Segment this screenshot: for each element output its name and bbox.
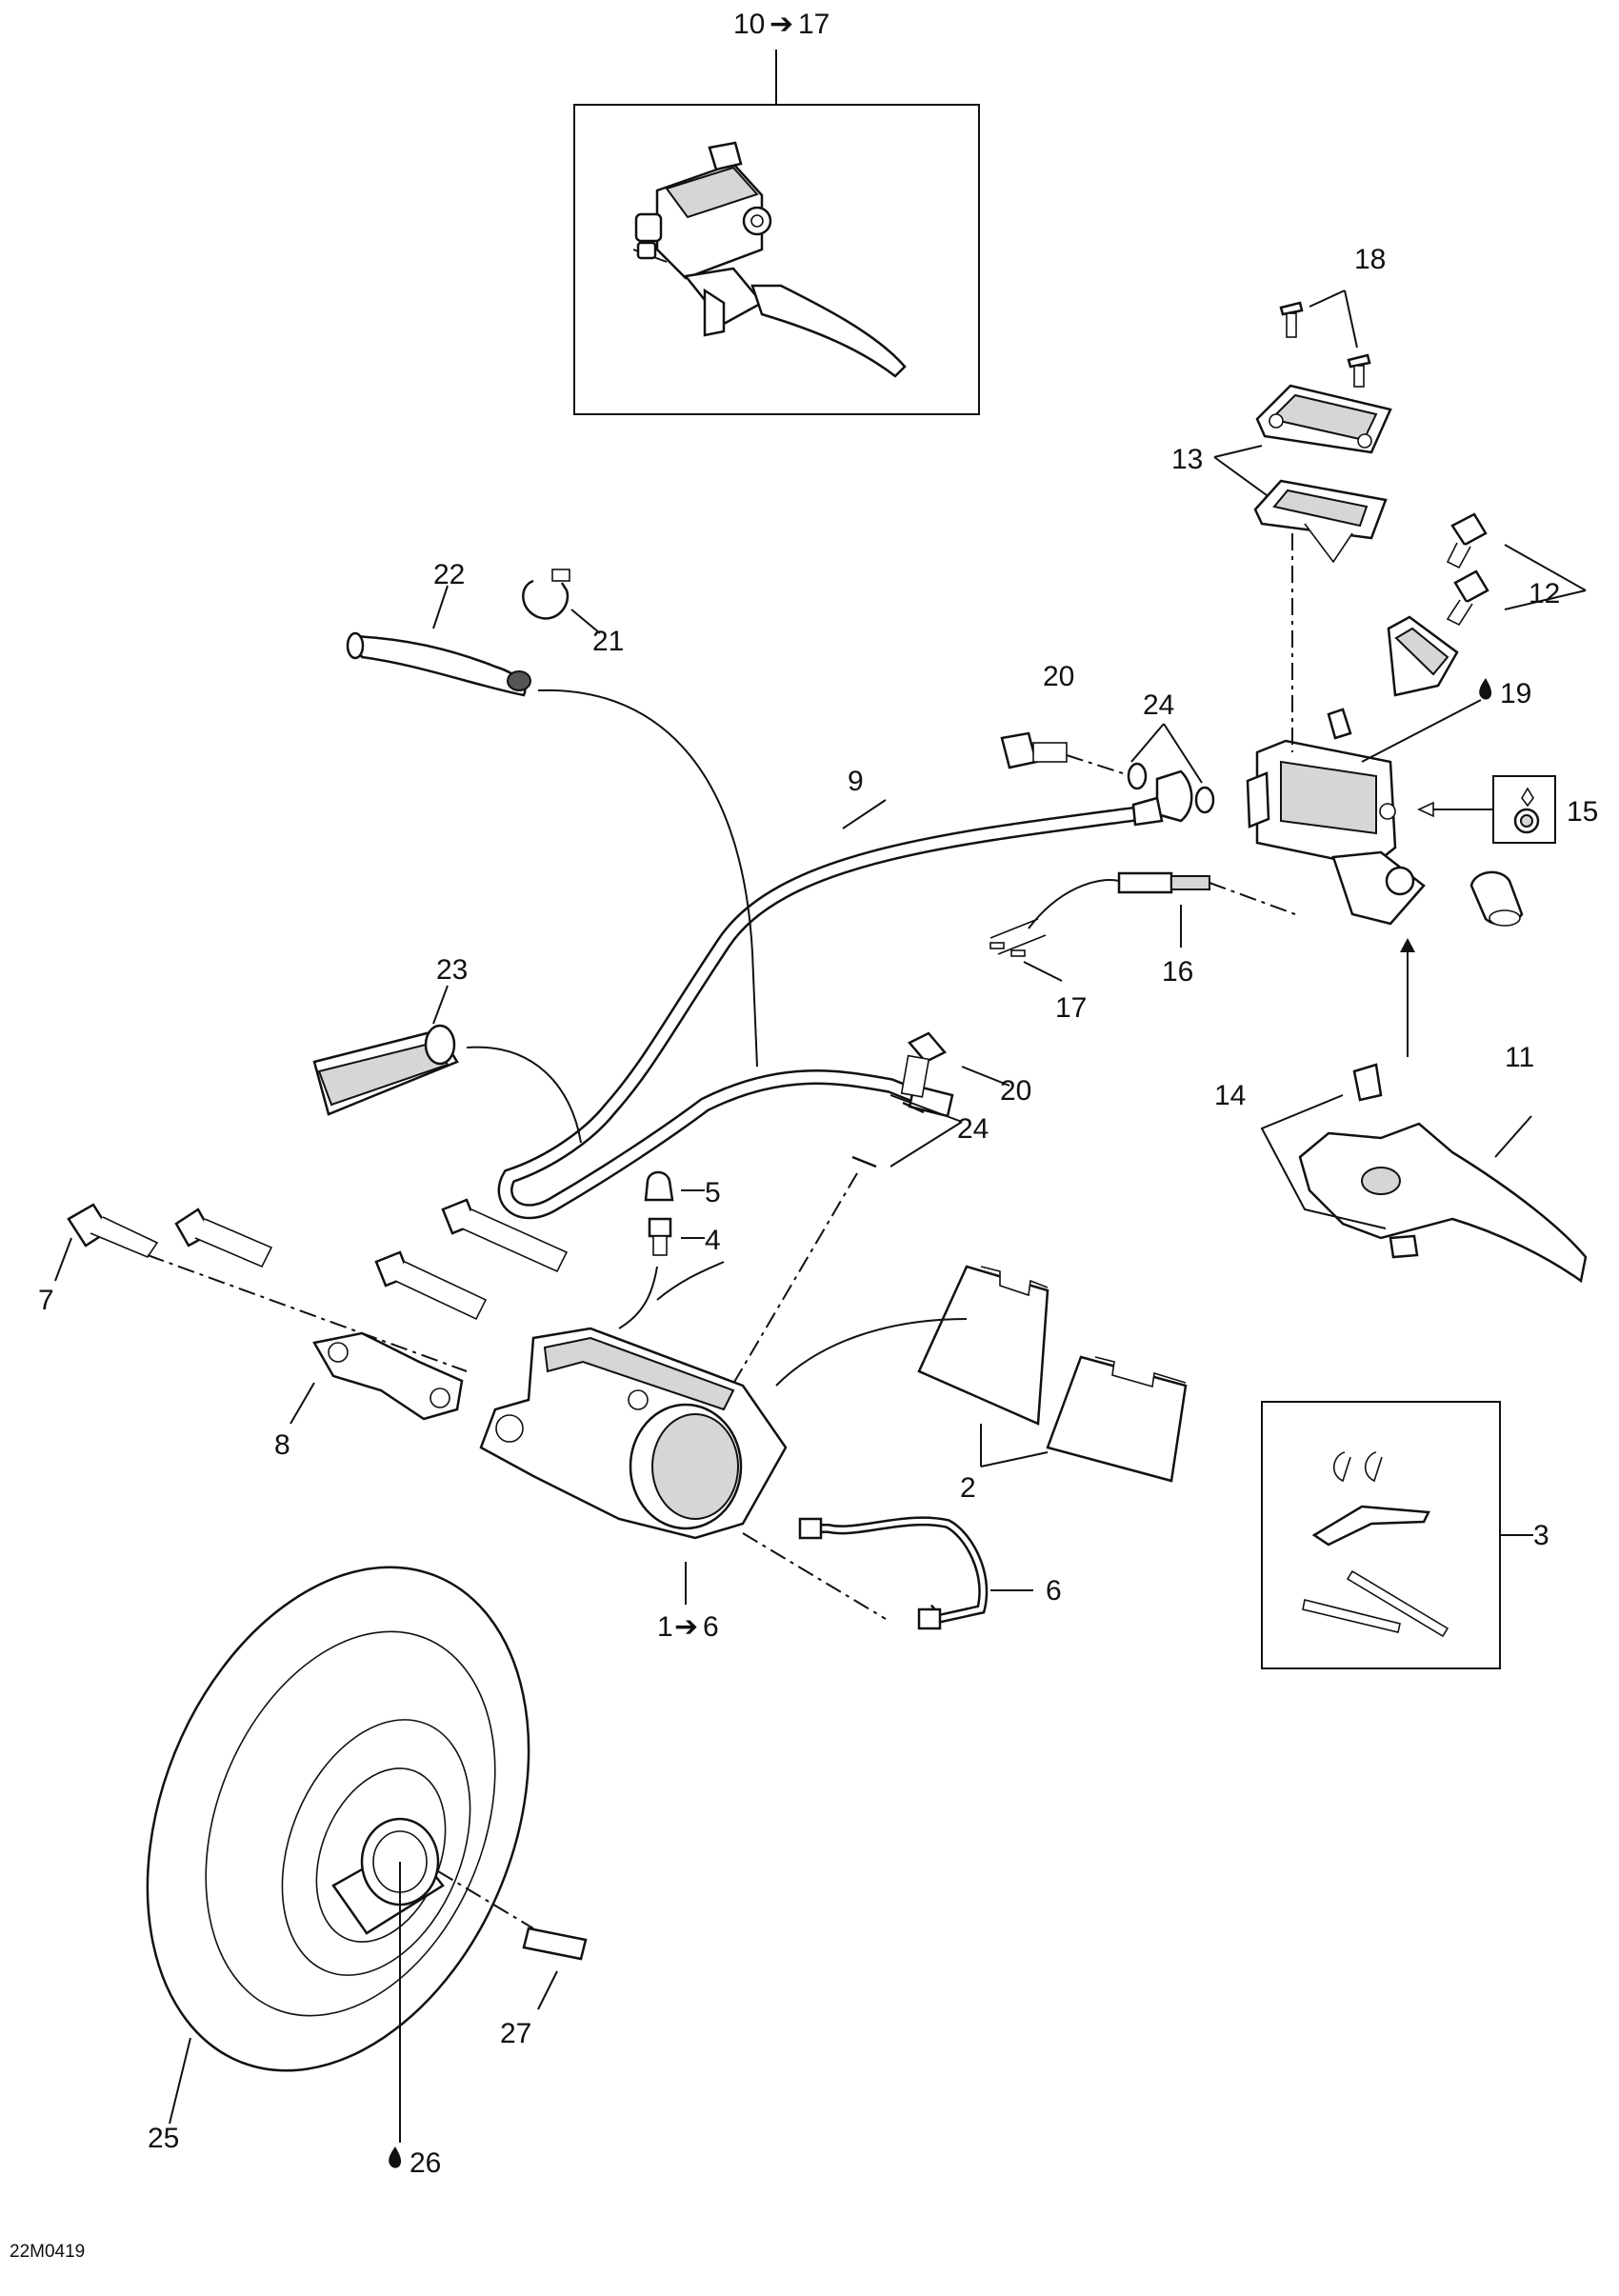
part-18-screws xyxy=(1279,289,1371,388)
part-1-caliper-body xyxy=(479,1261,788,1605)
callout-21: 21 xyxy=(592,626,624,657)
part-8-bracket xyxy=(290,1331,464,1425)
callout-17: 17 xyxy=(1055,992,1087,1024)
callout-9: 9 xyxy=(848,766,864,797)
part-17-switch-wires xyxy=(989,918,1063,982)
callout-13: 13 xyxy=(1171,444,1203,475)
callout-16: 16 xyxy=(1162,956,1193,988)
callout-6-range-end: 6 xyxy=(703,1611,719,1643)
part-2-brake-pads xyxy=(775,1265,1188,1483)
callout-labels: 10 ➔ 17 18 13 12 19 15 20 24 9 16 17 11 … xyxy=(10,9,1598,2262)
callout-7: 7 xyxy=(38,1285,54,1316)
part-27-pin xyxy=(522,1927,588,2010)
callout-20-upper: 20 xyxy=(1043,661,1074,692)
range-arrow-icon: ➔ xyxy=(674,1611,698,1643)
callout-17-range-end: 17 xyxy=(798,9,829,40)
part-13-cover-and-diaphragm xyxy=(1213,384,1392,564)
callout-23: 23 xyxy=(436,954,468,986)
part-26-hub xyxy=(331,1817,534,2143)
part-19-master-cylinder-body xyxy=(1246,533,1482,926)
callout-15: 15 xyxy=(1567,796,1598,828)
callout-25: 25 xyxy=(148,2123,179,2154)
callout-22: 22 xyxy=(433,559,465,590)
part-16-brake-light-switch xyxy=(1028,871,1296,948)
callout-6: 6 xyxy=(1046,1575,1062,1607)
callout-27: 27 xyxy=(500,2018,531,2049)
callout-1: 1 xyxy=(657,1611,673,1643)
callout-4: 4 xyxy=(705,1225,721,1256)
part-5-bleeder-cap xyxy=(644,1170,705,1202)
part-22-protective-sleeve xyxy=(346,585,758,1068)
part-11-brake-lever xyxy=(1260,938,1588,1284)
part-4-bleeder-screw xyxy=(618,1217,705,1329)
range-arrow-icon: ➔ xyxy=(770,9,793,40)
callout-8: 8 xyxy=(274,1429,290,1461)
callout-24-lower: 24 xyxy=(957,1113,989,1145)
callout-18: 18 xyxy=(1354,244,1386,275)
part-20-banjo-bolt-lower xyxy=(900,1031,1010,1098)
part-21-clip xyxy=(522,569,601,634)
part-15-sight-window xyxy=(1417,775,1556,844)
part-7-bolts xyxy=(54,1203,468,1372)
callout-14: 14 xyxy=(1214,1080,1246,1111)
callout-5: 5 xyxy=(705,1177,721,1208)
drawing-reference: 22M0419 xyxy=(10,2242,85,2262)
part-12-clamp-screws xyxy=(1387,512,1587,697)
callout-19: 19 xyxy=(1500,678,1531,709)
dust-cap xyxy=(1469,870,1524,927)
callout-26: 26 xyxy=(410,2147,441,2179)
part-24-washers-upper xyxy=(1127,723,1215,823)
drop-icon xyxy=(1479,678,1492,700)
callout-2: 2 xyxy=(960,1472,976,1504)
part-6-brake-hose-short xyxy=(742,1516,1033,1630)
inset-master-cylinder xyxy=(632,141,907,378)
part-23-coil-sleeve xyxy=(312,985,582,1144)
callout-11: 11 xyxy=(1505,1042,1534,1073)
callout-20-lower: 20 xyxy=(1000,1075,1031,1107)
inset-master-cylinder-assembly xyxy=(573,50,980,415)
drop-icon xyxy=(389,2146,402,2168)
callout-3: 3 xyxy=(1533,1520,1549,1551)
callout-24-upper: 24 xyxy=(1143,689,1174,721)
part-3-pin-kit xyxy=(1261,1401,1533,1669)
caliper-bolts xyxy=(174,1198,569,1321)
callout-10: 10 xyxy=(733,9,765,40)
part-20-banjo-bolt-upper xyxy=(1000,731,1127,775)
part-9-brake-hose xyxy=(497,796,1164,1220)
part-24-washers-lower xyxy=(723,1094,963,1401)
callout-12: 12 xyxy=(1529,578,1560,609)
